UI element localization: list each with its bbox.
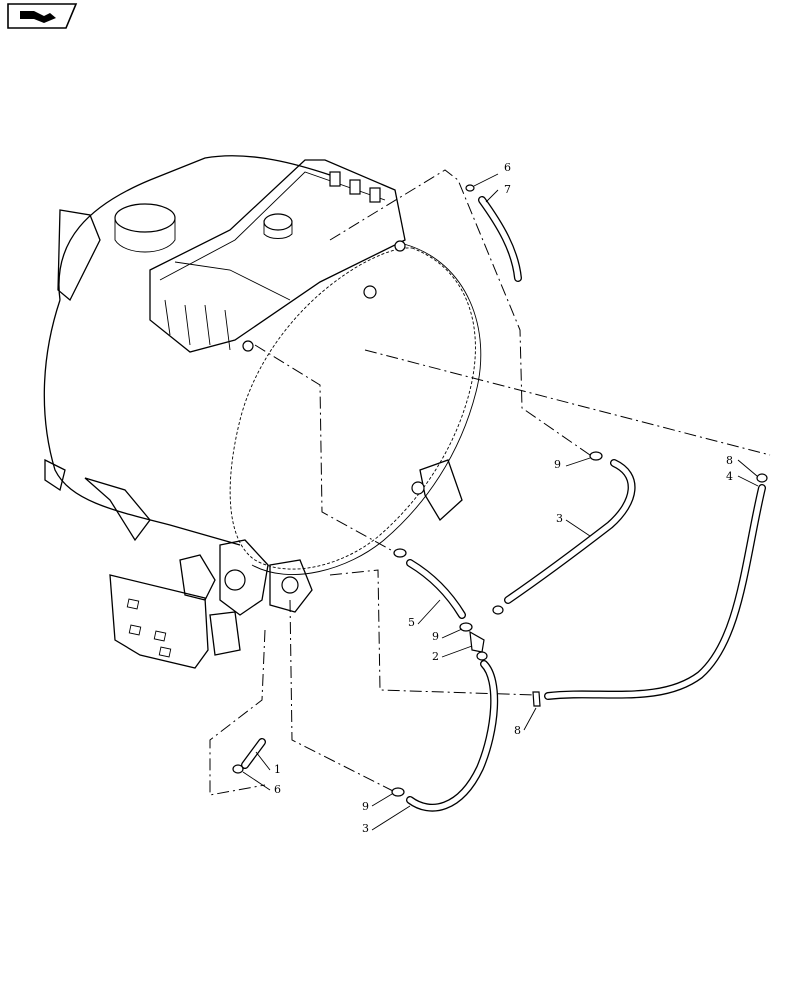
fittings xyxy=(232,184,768,797)
svg-text:6: 6 xyxy=(274,783,281,796)
mounting-plate xyxy=(109,574,209,669)
callout-4: 4 xyxy=(726,470,759,487)
callout-9-right: 9 xyxy=(554,457,591,471)
callout-6-top: 6 xyxy=(473,161,511,187)
svg-text:9: 9 xyxy=(362,800,369,813)
callout-8-bottom: 8 xyxy=(514,707,537,737)
svg-text:4: 4 xyxy=(726,470,733,483)
callout-3-mid: 3 xyxy=(556,512,591,537)
filler-neck xyxy=(114,203,176,233)
hose-1 xyxy=(241,738,266,769)
callout-9-bottom: 9 xyxy=(362,793,393,813)
callout-1: 1 xyxy=(255,751,281,776)
hose-7 xyxy=(478,196,522,282)
callout-6-bottom: 6 xyxy=(242,771,281,796)
svg-text:9: 9 xyxy=(432,630,439,643)
tee-fitting xyxy=(469,630,485,653)
hose-3-mid xyxy=(504,459,636,604)
callout-5: 5 xyxy=(408,599,441,629)
hose-5 xyxy=(406,559,466,619)
svg-text:6: 6 xyxy=(504,161,511,174)
sprayer-tank xyxy=(43,155,482,575)
svg-text:1: 1 xyxy=(274,763,281,776)
svg-text:8: 8 xyxy=(514,724,521,737)
callout-9-mid: 9 xyxy=(432,628,463,643)
svg-text:9: 9 xyxy=(554,458,561,471)
svg-text:8: 8 xyxy=(726,454,733,467)
return-arrow-icon[interactable] xyxy=(7,3,78,29)
callout-2: 2 xyxy=(432,645,473,663)
pump-valve-assembly xyxy=(179,539,313,656)
svg-text:5: 5 xyxy=(408,616,415,629)
hose-4 xyxy=(544,484,766,700)
mount-bracket xyxy=(57,209,101,302)
svg-text:3: 3 xyxy=(362,822,369,835)
svg-text:7: 7 xyxy=(504,183,511,196)
callout-3-bottom: 3 xyxy=(362,805,411,835)
hose-3-bottom xyxy=(406,660,499,812)
svg-text:3: 3 xyxy=(556,512,563,525)
tank-lid xyxy=(149,159,406,353)
connection-lines xyxy=(209,169,771,796)
callout-7: 7 xyxy=(485,183,511,203)
callout-8-right: 8 xyxy=(726,454,758,477)
svg-text:2: 2 xyxy=(432,650,439,663)
